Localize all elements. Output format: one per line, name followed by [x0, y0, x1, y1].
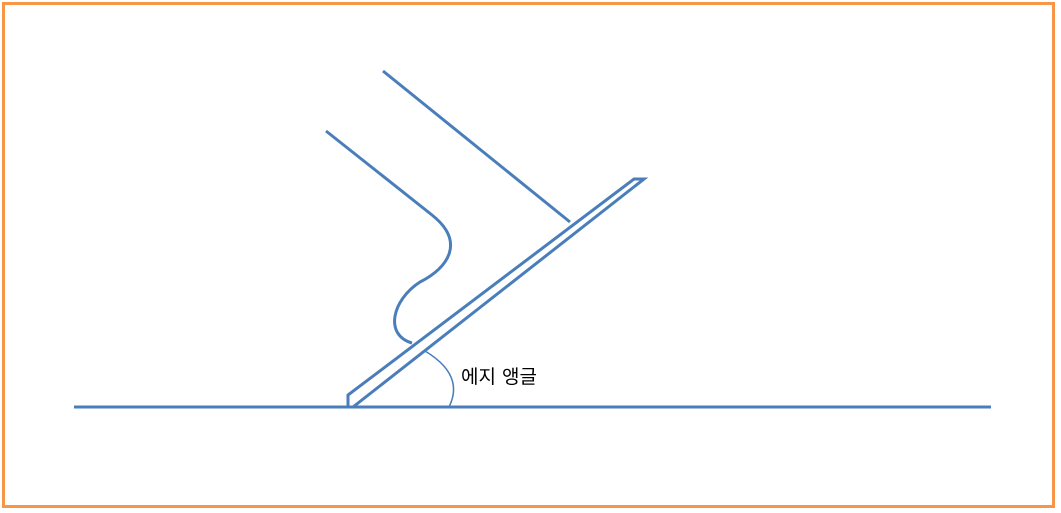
diagram-frame [2, 2, 1055, 508]
lower-curved-line [325, 129, 452, 345]
blade [346, 177, 649, 409]
angle-label: 에지 앵글 [461, 366, 537, 388]
angle-arc [424, 350, 455, 408]
upper-stroke-line [382, 69, 571, 224]
